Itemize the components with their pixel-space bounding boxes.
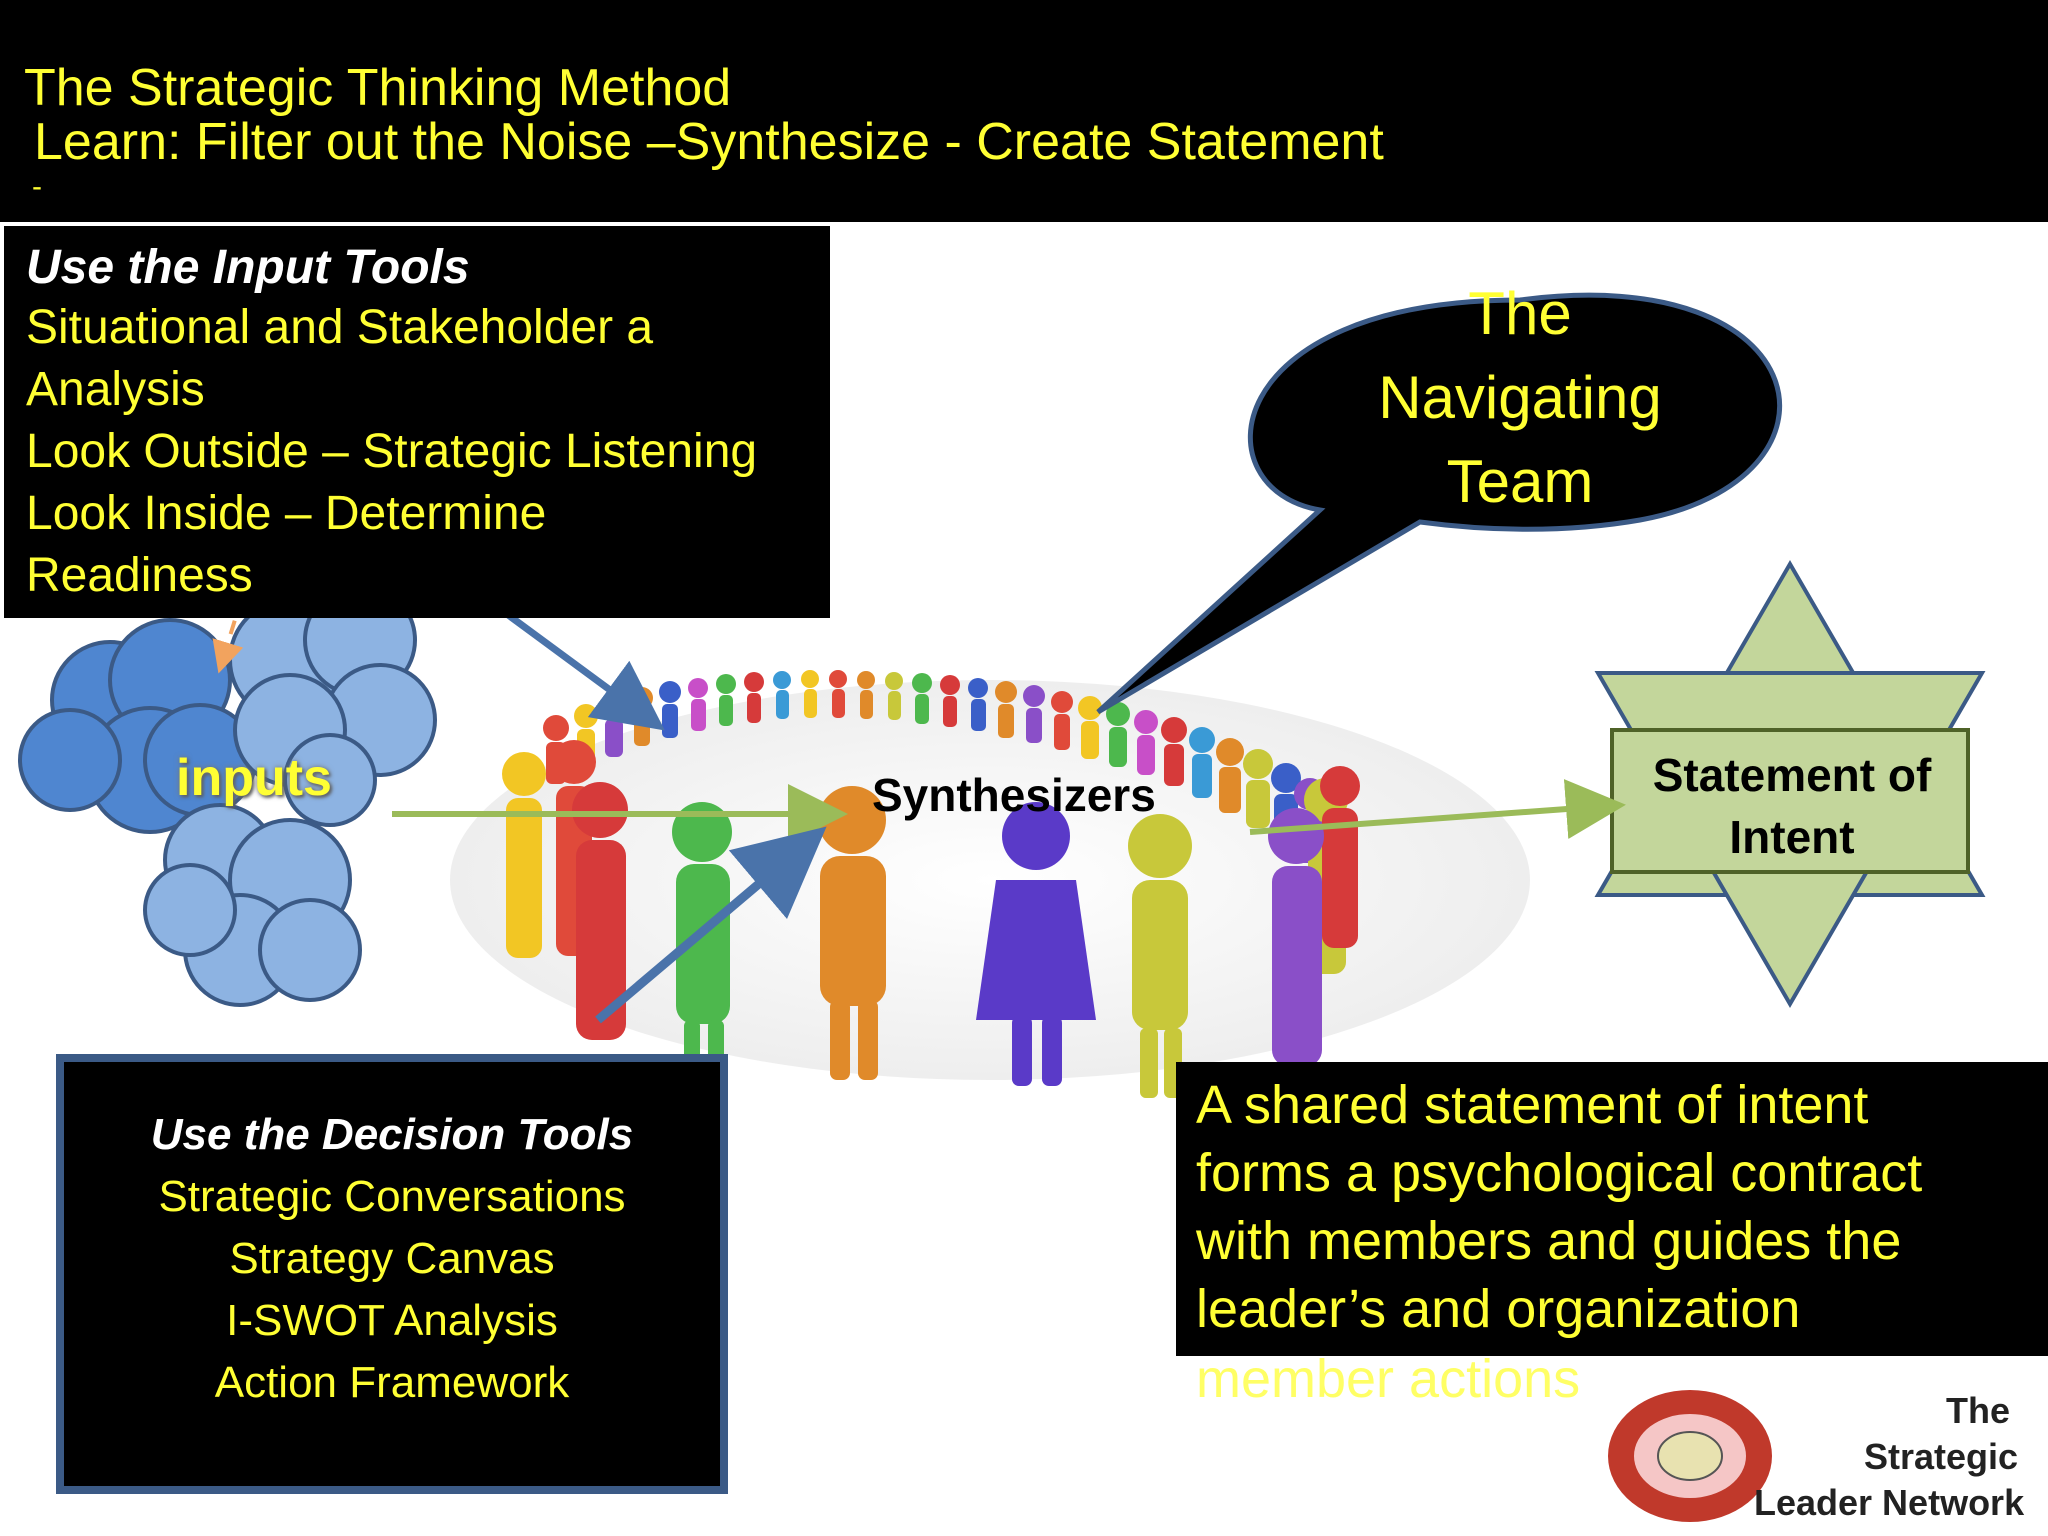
slide-title: The Strategic Thinking Method: [24, 59, 732, 117]
decision-tool-line: Action Framework: [214, 1358, 570, 1407]
navigating-team-line: Team: [1446, 448, 1594, 515]
shared-statement-box: [1176, 1062, 2048, 1356]
statement-of-intent-label: Statement of Intent: [1612, 744, 1972, 868]
network-logo-mark: [1608, 1390, 1772, 1522]
shared-statement-line: member actions: [1196, 1349, 1581, 1409]
people-front: [818, 786, 1096, 1086]
statement-of-intent-line: Statement of: [1652, 749, 1932, 801]
title-dash: -: [32, 170, 42, 203]
input-tools-heading: Use the Input Tools: [26, 241, 470, 294]
decision-tools-box: Use the Decision Tools Strategic Convers…: [56, 1054, 728, 1494]
shared-statement-line: forms a psychological contract: [1196, 1143, 1923, 1203]
title-bar: The Strategic Thinking Method Learn: Fil…: [0, 0, 2048, 222]
people-ring-right: [1128, 766, 1360, 1098]
synthesizers-label: Synthesizers: [872, 769, 1156, 821]
input-tool-line: Look Inside – Determine: [26, 487, 547, 540]
arrow-decision-tools: [595, 826, 827, 1024]
navigating-team-text: The Navigating Team: [1290, 272, 1750, 524]
shared-statement-line: leader’s and organization: [1196, 1279, 1801, 1339]
input-tool-line: Situational and Stakeholder a: [26, 301, 654, 354]
decision-tool-line: Strategic Conversations: [158, 1172, 626, 1221]
slide-subtitle: Learn: Filter out the Noise –Synthesize …: [34, 113, 1384, 171]
inputs-label: inputs: [176, 749, 332, 807]
navigating-team-line: The: [1468, 280, 1572, 347]
input-tool-line: Analysis: [26, 363, 205, 416]
statement-of-intent-line: Intent: [1729, 811, 1855, 863]
input-tool-line: Readiness: [26, 549, 253, 602]
arrow-synthesizers-to-statement: [1249, 779, 1626, 839]
decision-tools-heading: Use the Decision Tools: [150, 1110, 634, 1159]
decision-tool-line: I-SWOT Analysis: [226, 1296, 558, 1345]
navigating-team-line: Navigating: [1378, 364, 1662, 431]
logo-text: Strategic: [1864, 1436, 2019, 1477]
logo-text: Leader Network: [1754, 1482, 2025, 1523]
logo-text: The: [1946, 1390, 2011, 1431]
navigating-team-bubble: [1096, 292, 1783, 715]
input-tool-line: Look Outside – Strategic Listening: [26, 425, 758, 478]
input-tools-box: Use the Input Tools Situational and Stak…: [4, 226, 830, 618]
shared-statement-line: A shared statement of intent: [1196, 1075, 1869, 1135]
input-clouds: [18, 583, 437, 1007]
decision-tool-line: Strategy Canvas: [229, 1234, 555, 1283]
shared-statement-line: with members and guides the: [1196, 1211, 1902, 1271]
